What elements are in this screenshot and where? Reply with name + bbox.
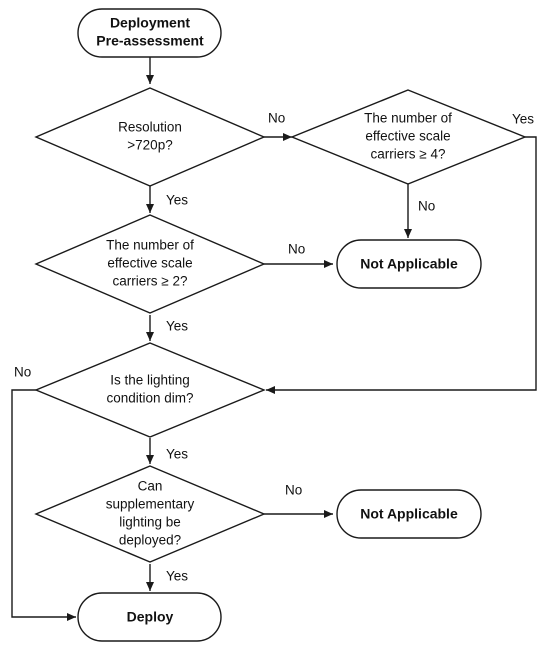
decision-resolution: Resolution >720p? bbox=[34, 87, 266, 187]
decision-carriers-4: The number of effective scale carriers ≥… bbox=[290, 89, 527, 185]
decision-carriers-2-line-3: carriers ≥ 2? bbox=[113, 274, 188, 289]
decision-resolution-line-2: >720p? bbox=[127, 138, 172, 153]
label-carriers4-yes: Yes bbox=[512, 112, 534, 127]
end-not-applicable-2: Not Applicable bbox=[336, 489, 482, 539]
start-line-2: Pre-assessment bbox=[96, 33, 204, 49]
end-not-applicable-1: Not Applicable bbox=[336, 239, 482, 289]
end-not-applicable-2-label: Not Applicable bbox=[360, 506, 458, 522]
label-resolution-no: No bbox=[268, 111, 285, 126]
decision-carriers-4-line-1: The number of bbox=[364, 111, 452, 126]
decision-carriers-2-line-2: effective scale bbox=[107, 256, 192, 271]
label-carriers2-no: No bbox=[288, 242, 305, 257]
decision-lighting-line-1: Is the lighting bbox=[110, 373, 190, 388]
edge-lighting-no bbox=[11, 389, 76, 621]
label-supplementary-no: No bbox=[285, 483, 302, 498]
decision-supplementary-line-4: deployed? bbox=[119, 533, 181, 548]
start-node: Deployment Pre-assessment bbox=[77, 8, 222, 58]
end-not-applicable-1-label: Not Applicable bbox=[360, 256, 458, 272]
label-carriers2-yes: Yes bbox=[166, 319, 188, 334]
label-supplementary-yes: Yes bbox=[166, 569, 188, 584]
decision-supplementary: Can supplementary lighting be deployed? bbox=[34, 465, 266, 563]
label-lighting-yes: Yes bbox=[166, 447, 188, 462]
decision-carriers-2: The number of effective scale carriers ≥… bbox=[34, 214, 266, 314]
decision-resolution-line-1: Resolution bbox=[118, 120, 182, 135]
decision-carriers-4-line-3: carriers ≥ 4? bbox=[371, 147, 446, 162]
edge-labels: No Yes Yes No No Yes No Yes No Yes bbox=[14, 111, 534, 584]
decision-carriers-4-line-2: effective scale bbox=[365, 129, 450, 144]
label-resolution-yes: Yes bbox=[166, 193, 188, 208]
label-carriers4-no: No bbox=[418, 199, 435, 214]
decision-carriers-2-line-1: The number of bbox=[106, 238, 194, 253]
decision-supplementary-line-3: lighting be bbox=[119, 515, 181, 530]
decision-supplementary-line-2: supplementary bbox=[106, 497, 195, 512]
end-deploy: Deploy bbox=[77, 592, 222, 642]
start-line-1: Deployment bbox=[110, 15, 190, 31]
decision-lighting-line-2: condition dim? bbox=[106, 391, 193, 406]
edges bbox=[11, 57, 537, 621]
decision-supplementary-line-1: Can bbox=[138, 479, 163, 494]
end-deploy-label: Deploy bbox=[127, 609, 174, 625]
edge-carriers4-yes bbox=[266, 136, 537, 394]
label-lighting-no: No bbox=[14, 365, 31, 380]
decision-lighting: Is the lighting condition dim? bbox=[34, 342, 266, 438]
